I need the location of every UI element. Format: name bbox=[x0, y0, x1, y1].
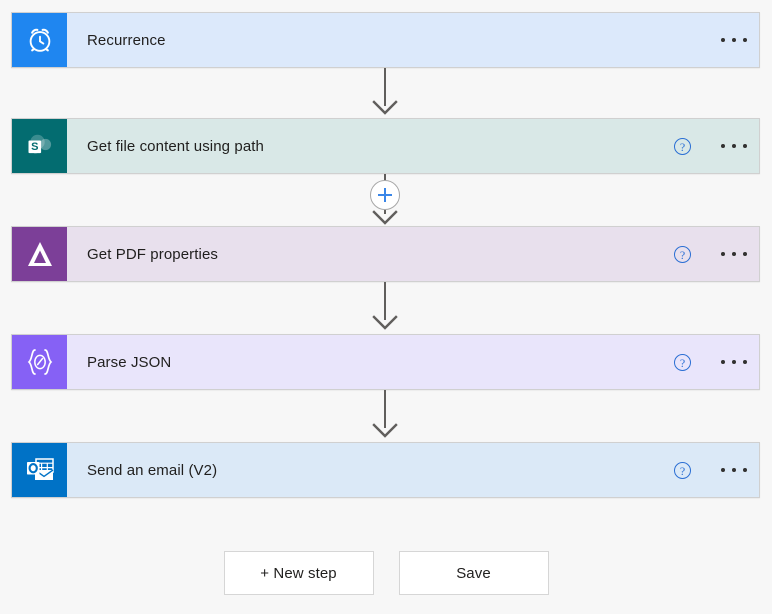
help-icon[interactable]: ? bbox=[674, 245, 691, 263]
flow-step-title: Get file content using path bbox=[87, 137, 264, 155]
flow-step-card-get-file-content-using-path[interactable]: S Get file content using path ? bbox=[11, 118, 760, 174]
braces-pencil-icon bbox=[12, 335, 67, 389]
connector-line bbox=[384, 68, 386, 106]
connector-get-pdf-properties-to-parse-json bbox=[0, 282, 772, 334]
plus-icon-vertical bbox=[384, 188, 386, 202]
connector-line bbox=[384, 390, 386, 428]
flow-step-card-parse-json[interactable]: Parse JSON ? bbox=[11, 334, 760, 390]
alarm-clock-icon bbox=[12, 13, 67, 67]
flow-footer-actions: + New step Save bbox=[0, 551, 772, 595]
card-body: Recurrence bbox=[67, 13, 759, 67]
more-commands-icon[interactable] bbox=[719, 354, 749, 370]
outlook-icon bbox=[12, 443, 67, 497]
flow-step-title: Send an email (V2) bbox=[87, 461, 218, 479]
delta-triangle-icon bbox=[12, 227, 67, 281]
card-actions: ? bbox=[674, 245, 749, 263]
connector-line bbox=[384, 282, 386, 320]
svg-text:S: S bbox=[31, 141, 38, 153]
flow-step-card-recurrence[interactable]: Recurrence bbox=[11, 12, 760, 68]
more-commands-icon[interactable] bbox=[719, 138, 749, 154]
arrow-head-icon bbox=[371, 423, 399, 438]
card-body: Get PDF properties ? bbox=[67, 227, 759, 281]
connector-line-bottom bbox=[384, 210, 386, 214]
sharepoint-icon: S bbox=[12, 119, 67, 173]
connector-line-top bbox=[384, 174, 386, 181]
card-body: Parse JSON ? bbox=[67, 335, 759, 389]
insert-new-step-button[interactable] bbox=[370, 180, 400, 210]
help-icon[interactable]: ? bbox=[674, 137, 691, 155]
arrow-head-icon bbox=[371, 315, 399, 330]
flow-step-card-send-an-email-v2[interactable]: Send an email (V2) ? bbox=[11, 442, 760, 498]
connector-recurrence-to-get-file-content bbox=[0, 68, 772, 118]
flow-step-card-get-pdf-properties[interactable]: Get PDF properties ? bbox=[11, 226, 760, 282]
arrow-head-icon bbox=[371, 100, 399, 115]
arrow-head-icon bbox=[371, 210, 399, 225]
card-body: Get file content using path ? bbox=[67, 119, 759, 173]
flow-step-title: Parse JSON bbox=[87, 353, 172, 371]
card-actions: ? bbox=[674, 461, 749, 479]
help-icon[interactable]: ? bbox=[674, 461, 691, 479]
card-body: Send an email (V2) ? bbox=[67, 443, 759, 497]
flow-step-title: Get PDF properties bbox=[87, 245, 219, 263]
more-commands-icon[interactable] bbox=[719, 462, 749, 478]
card-actions: ? bbox=[674, 137, 749, 155]
card-actions bbox=[719, 32, 749, 48]
card-actions: ? bbox=[674, 353, 749, 371]
new-step-button[interactable]: + New step bbox=[223, 551, 374, 595]
connector-get-file-content-to-get-pdf-properties bbox=[0, 174, 772, 226]
flow-step-title: Recurrence bbox=[87, 31, 166, 49]
save-button[interactable]: Save bbox=[398, 551, 549, 595]
more-commands-icon[interactable] bbox=[719, 32, 749, 48]
help-icon[interactable]: ? bbox=[674, 353, 691, 371]
more-commands-icon[interactable] bbox=[719, 246, 749, 262]
connector-parse-json-to-send-an-email bbox=[0, 390, 772, 442]
